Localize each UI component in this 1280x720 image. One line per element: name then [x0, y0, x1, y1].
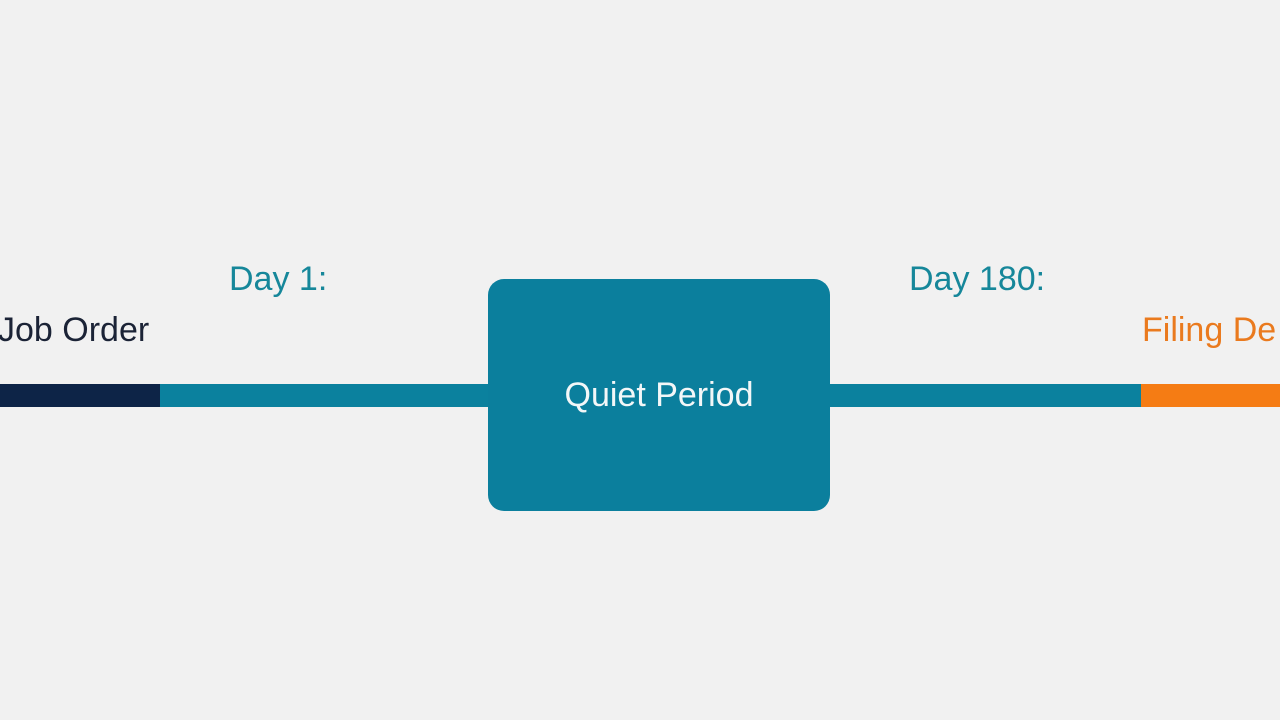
quiet-period-box: Quiet Period [488, 279, 830, 511]
job-order-label: Job Order [0, 311, 150, 349]
timeline-segment-end [1141, 384, 1280, 407]
day-180-label: Day 180: [909, 260, 1046, 298]
quiet-period-label: Quiet Period [564, 375, 754, 414]
day-1-label: Day 1: [229, 260, 328, 298]
filing-deadline-label: Filing De [1142, 311, 1277, 349]
timeline-segment-start [0, 384, 160, 407]
